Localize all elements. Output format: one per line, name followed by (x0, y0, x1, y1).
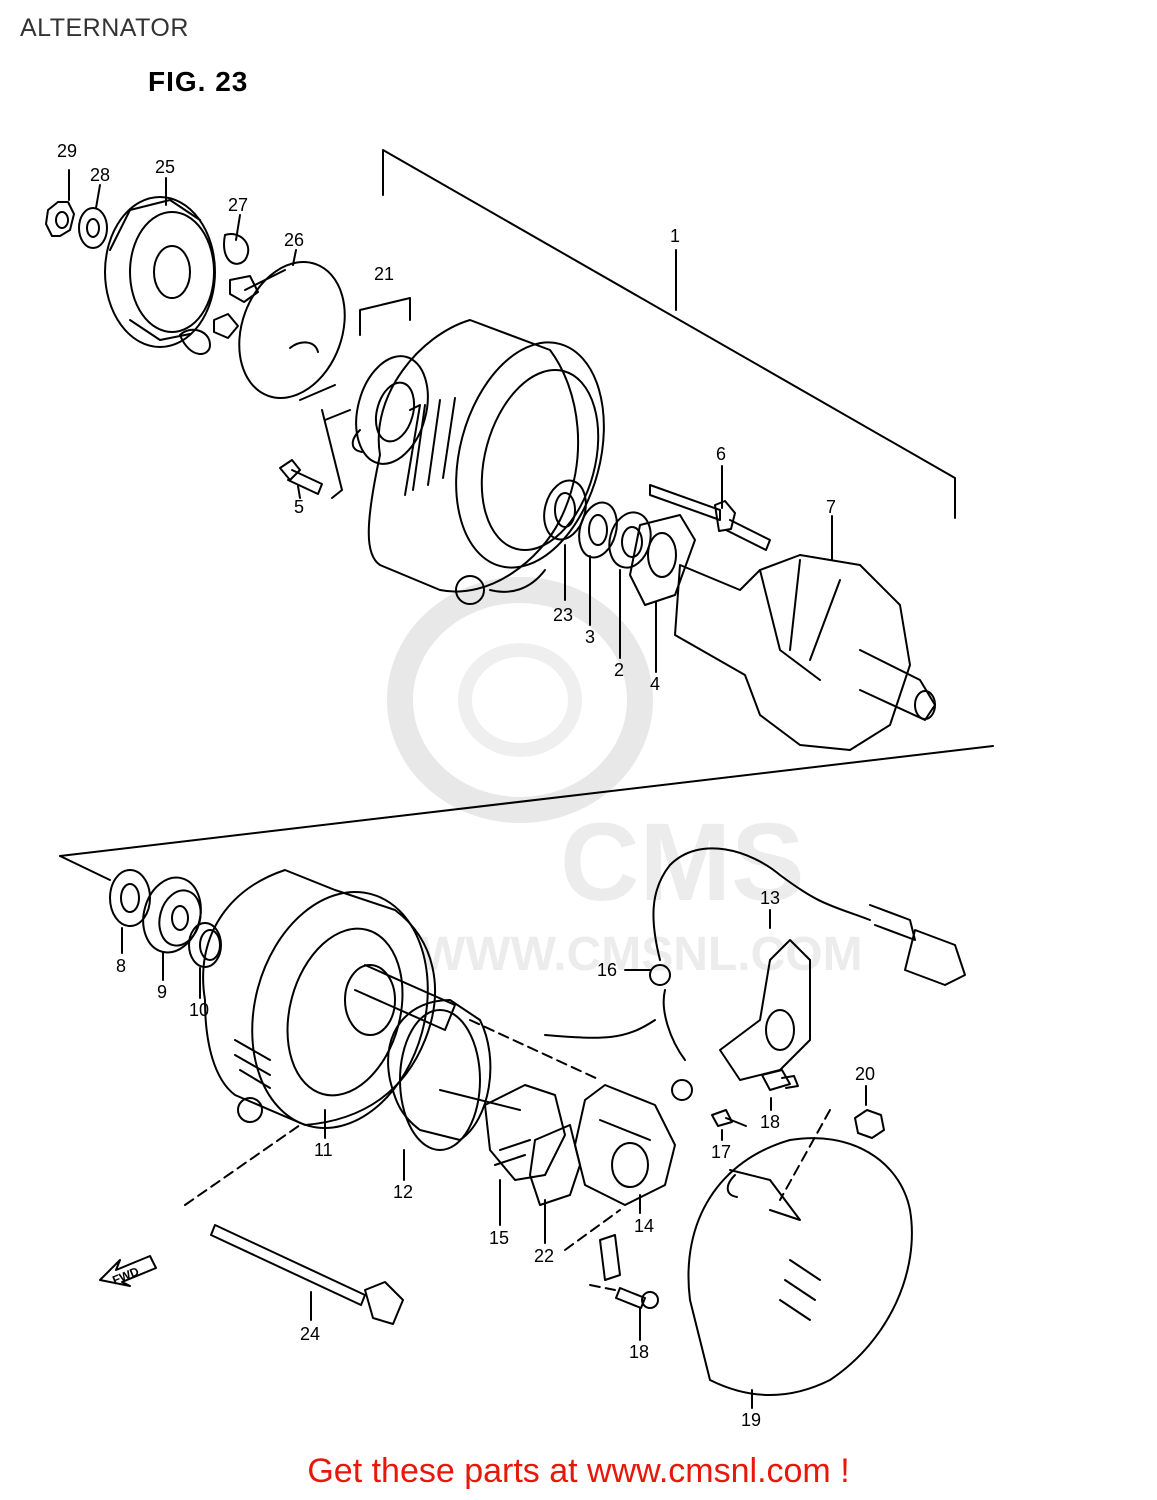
callout-4: 4 (650, 674, 660, 694)
callout-5: 5 (294, 497, 304, 517)
pulley-nut-29 (45, 201, 75, 237)
callout-27: 27 (228, 195, 248, 215)
footer-parts-link[interactable]: Get these parts at www.cmsnl.com ! (307, 1452, 850, 1490)
cap-10 (188, 922, 222, 968)
callout-1: 1 (670, 226, 680, 246)
regulator-14 (574, 1084, 676, 1206)
callout-21: 21 (374, 264, 394, 284)
bolt-5 (279, 409, 343, 499)
screw-17 (711, 1109, 747, 1127)
bolt-24 (210, 1224, 404, 1325)
callout-19: 19 (741, 1410, 761, 1430)
washer-28 (78, 207, 108, 249)
callout-17: 17 (711, 1142, 731, 1162)
page-title: ALTERNATOR (20, 14, 189, 42)
callout-28: 28 (90, 165, 110, 185)
rear-housing-11 (202, 869, 456, 1129)
callout-12: 12 (393, 1182, 413, 1202)
callout-14: 14 (634, 1216, 654, 1236)
front-housing-1 (367, 319, 605, 605)
wire-harness-16 (544, 847, 966, 1101)
bearing-retainer-21 (324, 297, 429, 465)
screw-18-lower (615, 1287, 659, 1309)
callout-22: 22 (534, 1246, 554, 1266)
pulley-25 (104, 196, 216, 348)
stud-6 (649, 484, 771, 551)
callout-9: 9 (157, 982, 167, 1002)
rotor-7 (674, 554, 936, 751)
cover-22 (529, 1124, 581, 1206)
callout-3: 3 (585, 627, 595, 647)
figure-label: FIG. 23 (148, 66, 249, 97)
exploded-parts-diagram: CMS WWW.CMSNL.COM (45, 141, 994, 1430)
callout-23: 23 (553, 605, 573, 625)
callout-18-lower: 18 (629, 1342, 649, 1362)
callout-16: 16 (597, 960, 617, 980)
callout-20: 20 (855, 1064, 875, 1084)
assembly-bracket-1 (382, 149, 956, 519)
callout-2: 2 (614, 660, 624, 680)
callout-26: 26 (284, 230, 304, 250)
washer-8 (109, 869, 151, 927)
callout-6: 6 (716, 444, 726, 464)
callout-8: 8 (116, 956, 126, 976)
leader-line (59, 855, 111, 881)
leader-line (59, 745, 994, 857)
callout-15: 15 (489, 1228, 509, 1248)
brush-holder-15 (484, 1084, 566, 1181)
screw-18-upper (761, 1069, 799, 1091)
insulator-plate-12 (387, 999, 521, 1151)
watermark-url: WWW.CMSNL.COM (420, 928, 863, 981)
rear-cover-19 (687, 1137, 913, 1396)
callout-24: 24 (300, 1324, 320, 1344)
fwd-arrow (99, 1255, 157, 1287)
fan-26 (238, 261, 346, 401)
callout-10: 10 (189, 1000, 209, 1020)
callout-29: 29 (57, 141, 77, 161)
retainer-plate-4 (629, 514, 696, 606)
callout-25: 25 (155, 157, 175, 177)
holder-13 (719, 939, 811, 1081)
callout-11: 11 (314, 1140, 333, 1160)
watermark-logo: CMS WWW.CMSNL.COM (387, 577, 863, 981)
callout-7: 7 (826, 497, 836, 517)
clamp (599, 1234, 621, 1281)
damper-27 (179, 233, 259, 355)
nut-20 (854, 1109, 885, 1139)
callout-18-upper: 18 (760, 1112, 780, 1132)
callout-13: 13 (760, 888, 780, 908)
